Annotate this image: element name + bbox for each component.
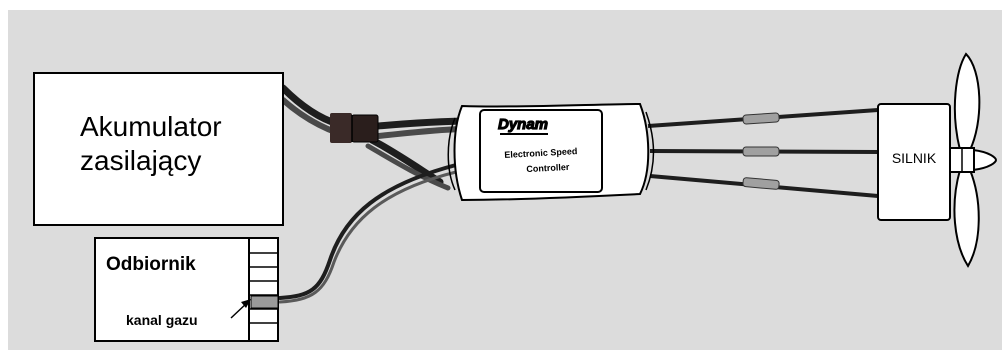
- battery-box: Akumulator zasilający: [33, 72, 284, 226]
- motor: SILNIK: [877, 103, 975, 221]
- motor-label: SILNIK: [892, 150, 937, 166]
- esc-label-line2: Controller: [526, 162, 570, 174]
- battery-leads: [279, 84, 466, 191]
- receiver-lead: [278, 163, 458, 304]
- receiver-box: Odbiornik kanal gazu: [94, 237, 279, 342]
- battery-connector: [330, 113, 379, 143]
- receiver-title: Odbiornik: [106, 254, 196, 275]
- speed-controller: Dynam Electronic Speed Controller: [447, 102, 655, 202]
- battery-label-line1: Akumulator: [80, 111, 222, 142]
- motor-wire-sleeves: [742, 112, 780, 190]
- receiver-pin-header: [248, 237, 279, 342]
- esc-label-line1: Electronic Speed: [504, 146, 577, 160]
- battery-label-line2: zasilający: [80, 145, 201, 176]
- throttle-channel-label: kanal gazu: [126, 312, 198, 328]
- esc-brand-label: Dynam: [498, 116, 548, 133]
- propeller: [953, 52, 998, 268]
- throttle-channel-pin: [250, 295, 279, 309]
